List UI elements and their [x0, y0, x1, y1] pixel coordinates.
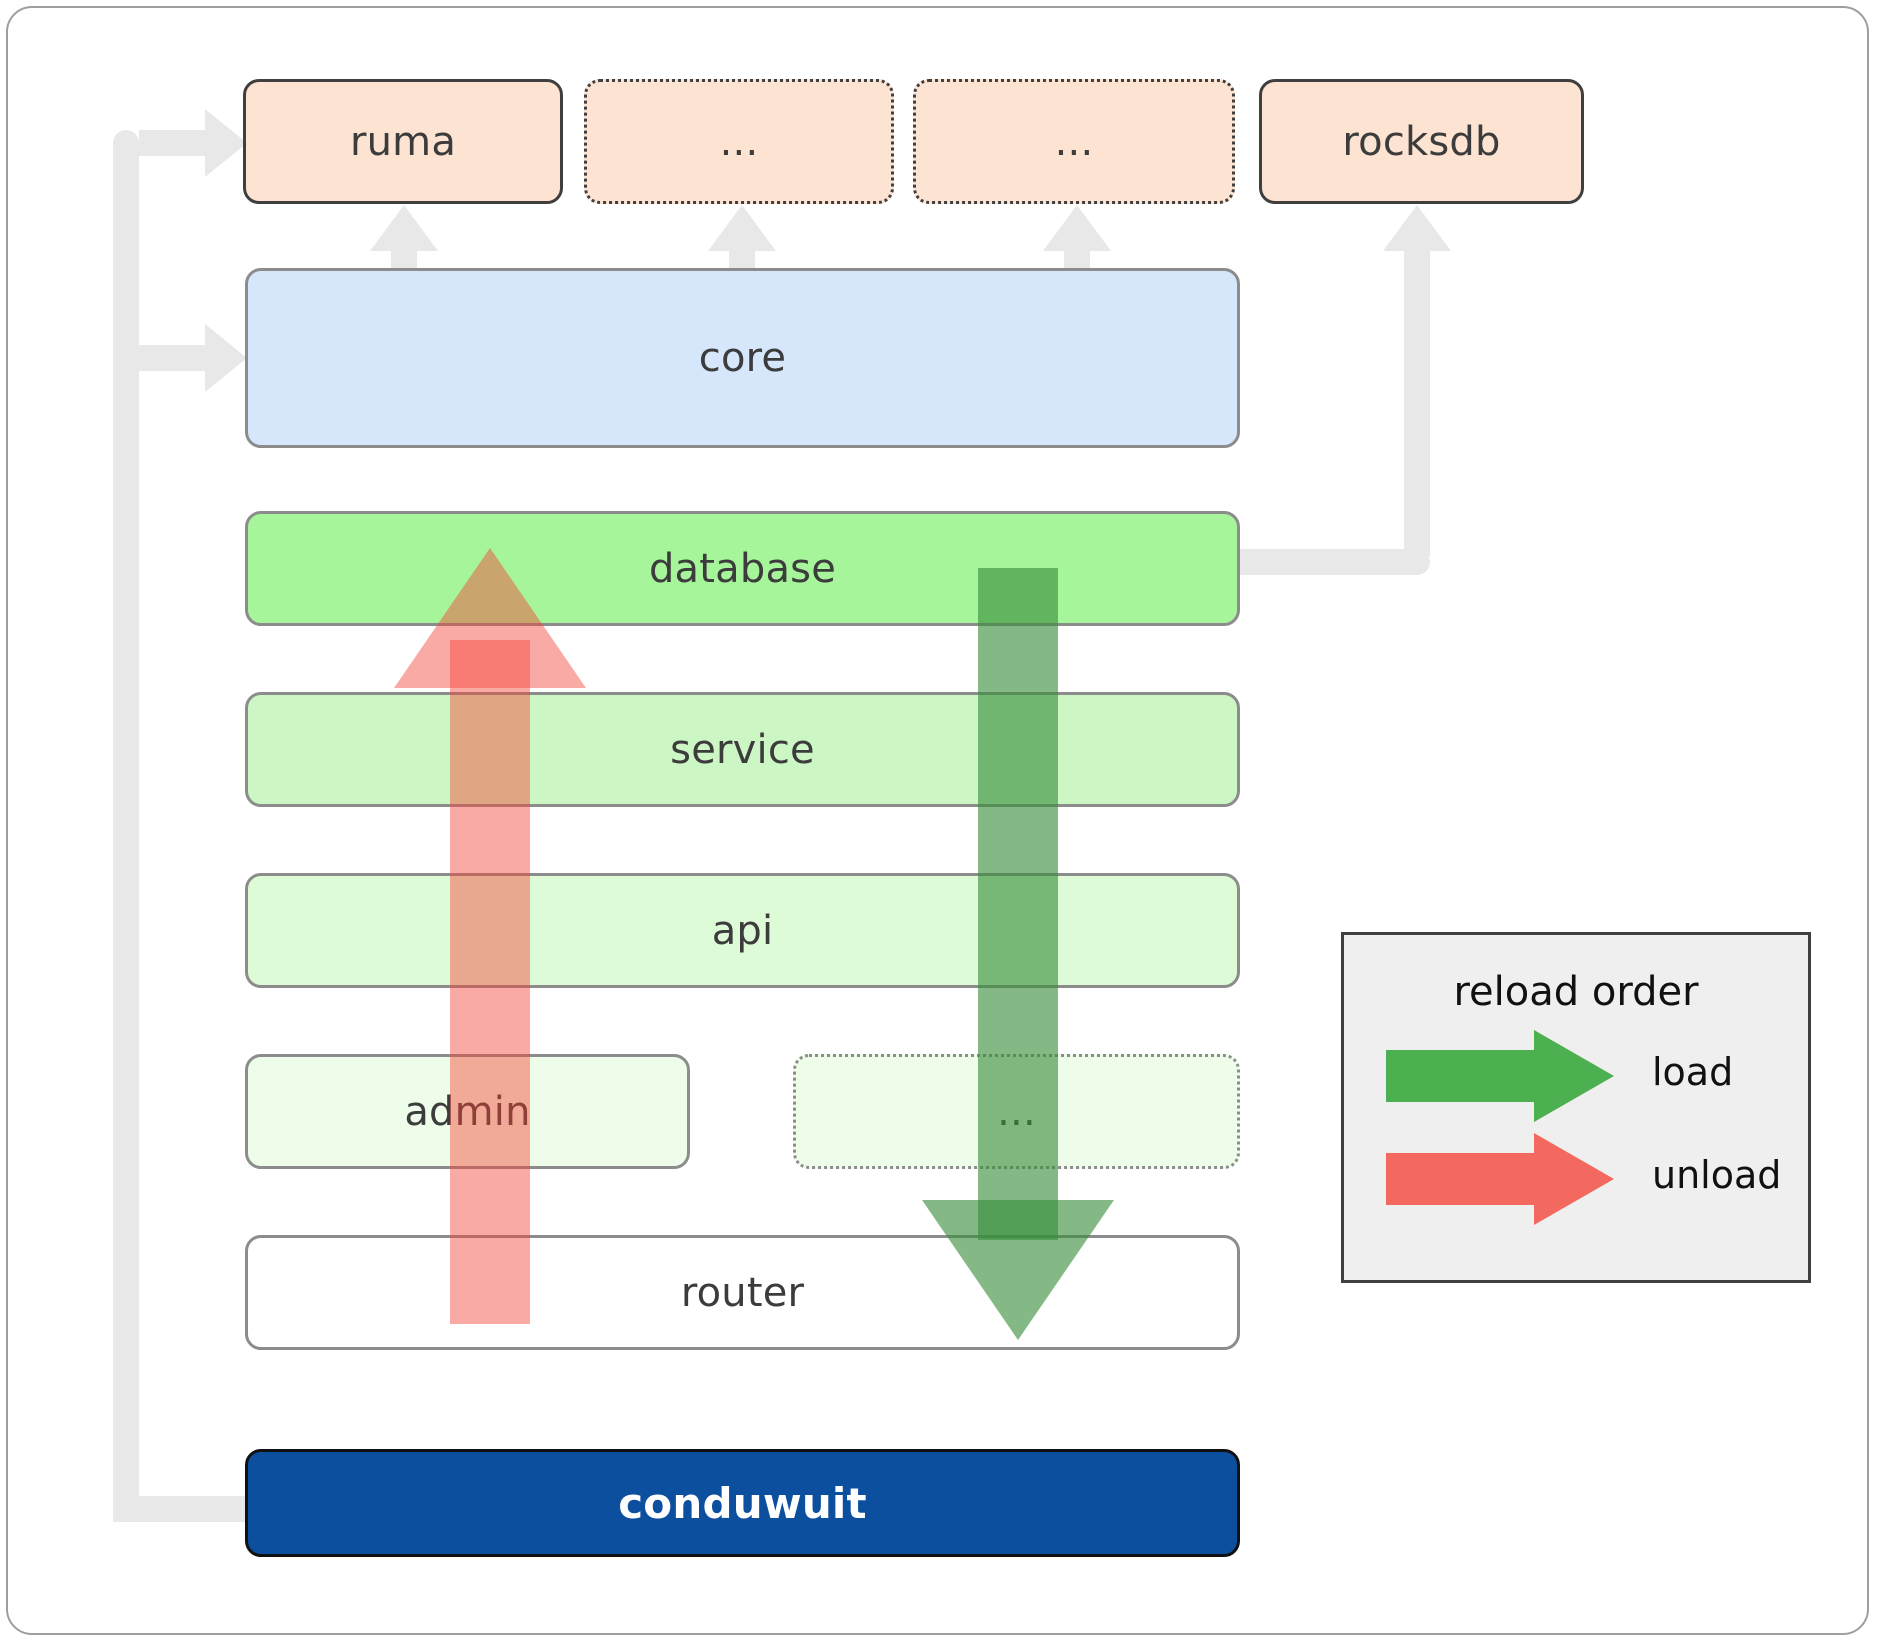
connector-database-to-rocksdb-vertical: [1404, 226, 1430, 556]
legend-load-arrow-head: [1534, 1030, 1614, 1122]
layer-label: router: [680, 1269, 805, 1316]
layer-box-database[interactable]: database: [245, 511, 1240, 626]
load-arrow-shaft: [978, 568, 1058, 1240]
load-arrow-head: [922, 1200, 1114, 1340]
connector-core-to-crate2-head: [708, 205, 776, 251]
connector-arrowhead-ruma: [205, 109, 247, 177]
crate-box-ruma[interactable]: ruma: [243, 79, 563, 204]
core-box[interactable]: core: [245, 268, 1240, 448]
legend-unload-label: unload: [1652, 1153, 1782, 1197]
crate-box-2[interactable]: ...: [584, 79, 894, 204]
core-label: core: [698, 335, 787, 381]
layer-label: database: [648, 545, 837, 592]
layer-label: api: [711, 907, 774, 954]
connector-arrowhead-core: [205, 324, 247, 392]
connector-database-to-rocksdb-horizontal: [1230, 549, 1430, 575]
layer-box-admin[interactable]: admin: [245, 1054, 690, 1169]
legend-unload-arrow-head: [1534, 1133, 1614, 1225]
unload-arrow-head: [394, 548, 586, 688]
layer-box-api[interactable]: api: [245, 873, 1240, 988]
unload-arrow-shaft: [450, 640, 530, 1324]
connector-left-trunk-vertical: [113, 130, 139, 1522]
connector-database-to-rocksdb-head: [1383, 205, 1451, 251]
layer-box-service[interactable]: service: [245, 692, 1240, 807]
crate-box-rocksdb[interactable]: rocksdb: [1259, 79, 1584, 204]
connector-core-to-crate3-head: [1043, 205, 1111, 251]
crate-label: ruma: [349, 118, 457, 165]
legend-load-arrow-shaft: [1386, 1050, 1561, 1102]
crate-label: ...: [719, 118, 759, 165]
connector-branch-ruma: [139, 130, 209, 156]
layer-label: service: [670, 726, 815, 773]
connector-core-to-ruma-head: [370, 205, 438, 251]
binary-box-conduwuit[interactable]: conduwuit: [245, 1449, 1240, 1557]
layer-label: admin: [404, 1088, 531, 1135]
crate-label: rocksdb: [1342, 118, 1501, 165]
diagram-frame: [6, 6, 1869, 1635]
crate-box-3[interactable]: ...: [913, 79, 1235, 204]
legend-load-label: load: [1652, 1050, 1734, 1094]
legend-panel: reload order load unload: [1341, 932, 1811, 1283]
crate-label: ...: [1054, 118, 1094, 165]
legend-title: reload order: [1453, 969, 1699, 1015]
connector-left-bottom-horizontal: [113, 1496, 253, 1522]
connector-branch-core: [139, 345, 209, 371]
binary-label: conduwuit: [618, 1478, 867, 1528]
legend-unload-arrow-shaft: [1386, 1153, 1561, 1205]
